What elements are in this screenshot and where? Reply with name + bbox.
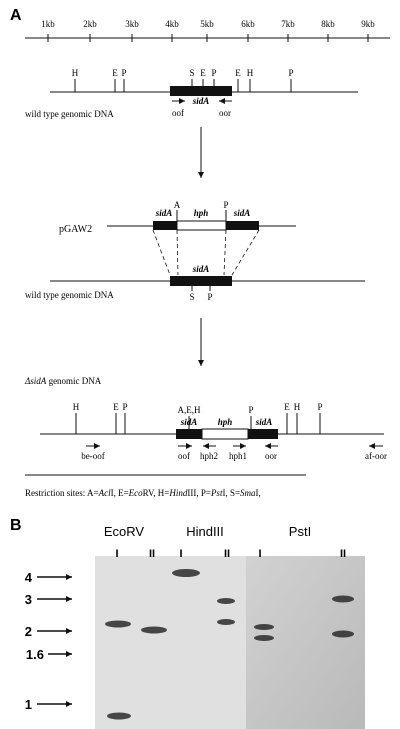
restriction-sites-legend: Restriction sites: A=AclI, E=EcoRV, H=Hi… [25, 488, 261, 498]
wt2-gene-label: sidA [192, 264, 210, 274]
lane-psti-i: I [258, 548, 261, 560]
delta-site-label: P [317, 402, 322, 412]
band-hindiii-i [172, 569, 200, 577]
band-ecorv-i-lower [107, 712, 131, 720]
lane-hindiii-ii: II [224, 548, 230, 560]
band-psti-i-upper [254, 624, 274, 630]
pgaw2-site-p: P [223, 200, 228, 210]
delta-site-label: H [73, 402, 80, 412]
wt-site-label: E [112, 68, 118, 78]
pgaw2-map: pGAW2 A P sidA hph sidA [59, 200, 296, 235]
delta-sida-caption: ΔsidA genomic DNA [24, 376, 102, 386]
wt-site-label: H [72, 68, 79, 78]
marker-label-2: 2 [25, 624, 32, 639]
sida-gene-block [170, 86, 232, 96]
scale-tick-label: 6kb [241, 19, 255, 29]
wt-site-label: P [211, 68, 216, 78]
marker-label-1-6: 1.6 [26, 647, 44, 662]
scale-tick-label: 7kb [281, 19, 295, 29]
scale-tick-label: 1kb [41, 19, 55, 29]
primer-label: oof [178, 451, 190, 461]
lane-ecorv-ii: II [149, 548, 155, 560]
marker-label-1: 1 [25, 697, 32, 712]
kb-scale: 1kb 2kb 3kb 4kb 5kb 6kb 7kb 8kb 9kb [25, 19, 390, 42]
pgaw2-seg-sida-left: sidA [155, 208, 173, 218]
pgaw2-seg-hph: hph [194, 208, 209, 218]
wt-site-label: E [200, 68, 206, 78]
enzyme-hindiii: HindIII [186, 524, 224, 539]
size-markers: 4 3 2 1.6 1 [25, 570, 72, 712]
scale-tick-label: 5kb [200, 19, 214, 29]
wt-site-label: P [288, 68, 293, 78]
wt2-site-s: S [189, 292, 194, 302]
band-ecorv-ii [141, 626, 167, 634]
scale-tick-label: 9kb [361, 19, 375, 29]
delta-site-label: H [294, 402, 301, 412]
lane-psti-ii: II [340, 548, 346, 560]
scale-tick-label: 8kb [321, 19, 335, 29]
wild-type-caption-2: wild type genomic DNA [25, 290, 114, 300]
sida-gene-label: sidA [192, 96, 210, 106]
delta-site-label: A,E,H [178, 405, 201, 415]
primer-label: oor [265, 451, 277, 461]
primer-label: be-oof [81, 451, 105, 461]
primer-oof-label: oof [172, 108, 184, 118]
delta-site-label: E [113, 402, 119, 412]
delta-seg-sida-right: sidA [255, 417, 273, 427]
wt-site-label: H [247, 68, 254, 78]
lane-ecorv-i: I [115, 548, 118, 560]
wt-site-label: E [235, 68, 241, 78]
delta-site-label: P [122, 402, 127, 412]
band-psti-i-lower [254, 635, 274, 641]
marker-label-4: 4 [25, 570, 33, 585]
scale-tick-label: 2kb [83, 19, 97, 29]
scale-tick-label: 3kb [125, 19, 139, 29]
delta-site-label: E [284, 402, 290, 412]
wild-type-map-2: sidA S P wild type genomic DNA [25, 264, 365, 302]
band-hindiii-ii-upper [217, 598, 235, 604]
pgaw2-label: pGAW2 [59, 224, 92, 235]
pgaw2-site-a: A [174, 200, 181, 210]
panel-b-label: B [10, 517, 22, 534]
crossover-lines [152, 229, 260, 276]
band-psti-ii-upper [332, 595, 354, 603]
primer-label: hph2 [200, 451, 218, 461]
band-ecorv-i-upper [105, 620, 131, 628]
wild-type-caption: wild type genomic DNA [25, 109, 114, 119]
enzyme-ecorv: EcoRV [104, 524, 145, 539]
delta-seg-hph: hph [218, 417, 233, 427]
primer-label: af-oor [365, 451, 387, 461]
band-psti-ii-lower [332, 630, 354, 638]
lane-hindiii-i: I [179, 548, 182, 560]
pgaw2-seg-sida-right: sidA [233, 208, 251, 218]
scale-tick-label: 4kb [165, 19, 179, 29]
marker-label-3: 3 [25, 592, 32, 607]
primer-oor-label: oor [219, 108, 231, 118]
enzyme-psti: PstI [289, 524, 311, 539]
delta-site-label: P [248, 405, 253, 415]
blot-membrane [95, 556, 365, 729]
wt-site-label: P [121, 68, 126, 78]
primer-label: hph1 [229, 451, 247, 461]
wt2-site-p: P [207, 292, 212, 302]
band-hindiii-ii-lower [217, 619, 235, 625]
wt-site-label: S [189, 68, 194, 78]
panel-a-label: A [10, 7, 22, 24]
